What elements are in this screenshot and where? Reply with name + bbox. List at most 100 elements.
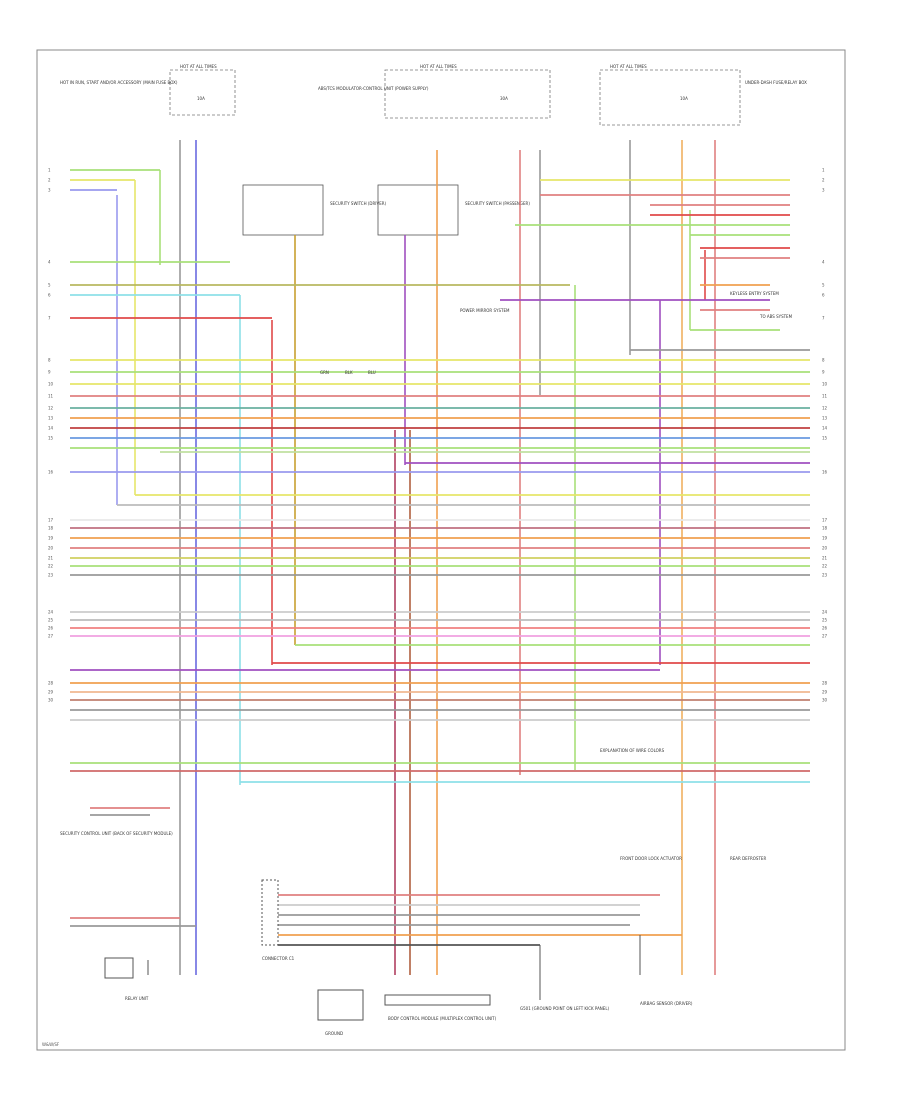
left-pin-9: 9	[48, 370, 51, 375]
right-pin-27: 27	[822, 634, 828, 639]
right-pin-22: 22	[822, 564, 828, 569]
left-pin-20: 20	[48, 546, 54, 551]
right-pin-24: 24	[822, 610, 828, 615]
right-pin-25: 25	[822, 618, 828, 623]
bottom-label-2: RELAY UNIT	[125, 996, 149, 1001]
right-pin-1: 1	[822, 168, 825, 173]
relay-center-fuse: 30A	[500, 96, 508, 101]
left-pin-23: 23	[48, 573, 54, 578]
right-pin-4: 4	[822, 260, 825, 265]
left-pin-1: 1	[48, 168, 51, 173]
bottom-label-4: BODY CONTROL MODULE (MULTIPLEX CONTROL U…	[388, 1016, 497, 1021]
right-pin-column: 1234567891011121314151617181920212223242…	[822, 168, 828, 703]
switch-passenger-label: SECURITY SWITCH (PASSENGER)	[465, 201, 530, 206]
top-relay-right: UNDER-DASH FUSE/RELAY BOX HOT AT ALL TIM…	[599, 64, 807, 126]
right-pin-16: 16	[822, 470, 828, 475]
left-pin-28: 28	[48, 681, 54, 686]
bottom-components: SECURITY CONTROL UNIT (BACK OF SECURITY …	[60, 831, 693, 1036]
note-0: POWER MIRROR SYSTEM	[460, 308, 510, 313]
left-pin-29: 29	[48, 690, 54, 695]
right-pin-21: 21	[822, 556, 828, 561]
horizontal-wires	[70, 169, 810, 946]
relay-right-label: UNDER-DASH FUSE/RELAY BOX	[745, 80, 807, 85]
note-1: KEYLESS ENTRY SYSTEM	[730, 291, 779, 296]
mid-label-0: GRN	[320, 370, 329, 375]
right-pin-13: 13	[822, 416, 828, 421]
switch-driver-label: SECURITY SWITCH (DRIVER)	[330, 201, 387, 206]
left-pin-25: 25	[48, 618, 54, 623]
right-pin-19: 19	[822, 536, 828, 541]
left-pin-22: 22	[48, 564, 54, 569]
right-pin-6: 6	[822, 293, 825, 298]
left-pin-26: 26	[48, 626, 54, 631]
top-relay-left: HOT IN RUN, START AND/OR ACCESSORY (MAIN…	[60, 64, 236, 116]
left-pin-4: 4	[48, 260, 51, 265]
right-pin-29: 29	[822, 690, 828, 695]
left-pin-10: 10	[48, 382, 54, 387]
mid-label-1: BLK	[345, 370, 353, 375]
right-pin-3: 3	[822, 188, 825, 193]
left-pin-16: 16	[48, 470, 54, 475]
relay-center-title: HOT AT ALL TIMES	[420, 64, 457, 69]
switch-driver: SECURITY SWITCH (DRIVER)	[242, 184, 387, 236]
left-pin-15: 15	[48, 436, 54, 441]
right-pin-23: 23	[822, 573, 828, 578]
top-relay-center: ABS/TCS MODULATOR-CONTROL UNIT (POWER SU…	[318, 64, 551, 119]
relay-center-label: ABS/TCS MODULATOR-CONTROL UNIT (POWER SU…	[318, 86, 429, 91]
notes: POWER MIRROR SYSTEM KEYLESS ENTRY SYSTEM…	[320, 291, 793, 861]
left-pin-27: 27	[48, 634, 54, 639]
left-pin-8: 8	[48, 358, 51, 363]
right-pin-30: 30	[822, 698, 828, 703]
left-pin-30: 30	[48, 698, 54, 703]
right-pin-28: 28	[822, 681, 828, 686]
right-pin-26: 26	[822, 626, 828, 631]
right-pin-7: 7	[822, 316, 825, 321]
right-label-1: FRONT DOOR LOCK ACTUATOR	[620, 856, 682, 861]
right-pin-18: 18	[822, 526, 828, 531]
right-connector-wires	[500, 179, 810, 351]
right-pin-17: 17	[822, 518, 828, 523]
note-3: EXPLANATION OF WIRE COLORS	[600, 748, 665, 753]
right-pin-12: 12	[822, 406, 828, 411]
left-pin-12: 12	[48, 406, 54, 411]
right-pin-5: 5	[822, 283, 825, 288]
right-pin-2: 2	[822, 178, 825, 183]
right-pin-10: 10	[822, 382, 828, 387]
bottom-label-0: SECURITY CONTROL UNIT (BACK OF SECURITY …	[60, 831, 173, 836]
relay-right-fuse: 10A	[680, 96, 688, 101]
left-pin-7: 7	[48, 316, 51, 321]
relay-left-title: HOT AT ALL TIMES	[180, 64, 217, 69]
left-pin-14: 14	[48, 426, 54, 431]
note-2: TO ABS SYSTEM	[759, 314, 793, 319]
relay-left-label: HOT IN RUN, START AND/OR ACCESSORY (MAIN…	[60, 80, 178, 85]
bottom-label-3: GROUND	[325, 1031, 343, 1036]
left-pin-18: 18	[48, 526, 54, 531]
right-pin-8: 8	[822, 358, 825, 363]
left-pin-11: 11	[48, 394, 54, 399]
mid-label-2: BLU	[368, 370, 376, 375]
left-pin-21: 21	[48, 556, 54, 561]
switch-passenger: SECURITY SWITCH (PASSENGER)	[377, 184, 530, 236]
right-pin-15: 15	[822, 436, 828, 441]
right-pin-11: 11	[822, 394, 828, 399]
left-pin-3: 3	[48, 188, 51, 193]
left-pin-5: 5	[48, 283, 51, 288]
left-pin-6: 6	[48, 293, 51, 298]
left-pin-19: 19	[48, 536, 54, 541]
bottom-label-6: AIRBAG SENSOR (DRIVER)	[640, 1001, 693, 1006]
left-pin-17: 17	[48, 518, 54, 523]
right-label-0: REAR DEFROSTER	[730, 856, 766, 861]
left-pin-2: 2	[48, 178, 51, 183]
footer-code: W&W/SF	[42, 1042, 60, 1047]
relay-left-fuse: 10A	[197, 96, 205, 101]
relay-right-title: HOT AT ALL TIMES	[610, 64, 647, 69]
left-pin-24: 24	[48, 610, 54, 615]
right-pin-20: 20	[822, 546, 828, 551]
bottom-label-5: G501 (GROUND POINT ON LEFT KICK PANEL)	[520, 1006, 610, 1011]
bottom-label-1: CONNECTOR C1	[262, 956, 295, 961]
right-pin-14: 14	[822, 426, 828, 431]
right-pin-9: 9	[822, 370, 825, 375]
left-pin-13: 13	[48, 416, 54, 421]
left-pin-column: 1234567891011121314151617181920212223242…	[48, 168, 54, 703]
